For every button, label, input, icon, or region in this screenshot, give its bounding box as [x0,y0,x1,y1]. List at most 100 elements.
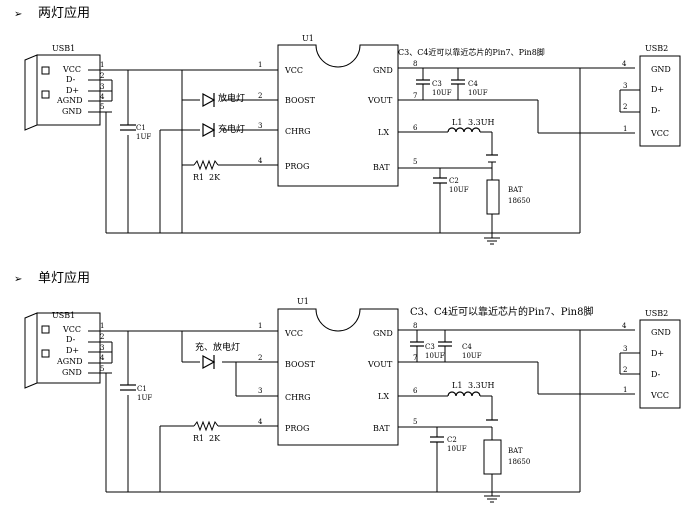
usb2-connector: USB2 GND D+ D- VCC 4 3 2 1 [619,309,681,409]
c4-value: 10UF [468,89,488,97]
c2-value: 10UF [449,186,469,194]
usb1-pin-gnd: GND [62,107,82,116]
u1-pin-gnd: GND [373,66,393,75]
u1-pin-bat: BAT [373,163,390,172]
u1-pinno-6: 6 [413,387,418,395]
usb1-pinno-3: 3 [100,344,104,352]
usb2-pin-vcc: VCC [650,391,669,400]
u1-pinno-7: 7 [413,354,417,362]
u1-pinno-1: 1 [258,322,262,330]
usb2-pin-gnd: GND [651,328,671,337]
u1-pin-prog: PROG [285,424,309,433]
usb1-pinno-1: 1 [100,322,104,330]
c1-name: C1 [136,124,146,132]
usb2-pinno-1: 1 [623,386,627,394]
bat-name: BAT [508,447,523,455]
usb2-pin-dminus: D- [651,106,661,115]
u1-pin-vcc: VCC [284,329,303,338]
usb2-pin-dplus: D+ [651,349,664,358]
u1-pinno-3: 3 [258,387,262,395]
usb1-pin-vcc: VCC [62,325,81,334]
u1-pinno-7: 7 [413,92,417,100]
r1-name: R1 [193,434,204,443]
l1-value: 3.3UH [468,381,494,390]
u1-name: U1 [297,297,309,306]
usb2-pinno-1: 1 [623,125,627,133]
placement-note: C3、C4近可以靠近芯片的Pin7、Pin8脚 [410,305,594,318]
u1-pinno-1: 1 [258,61,262,69]
usb1-pin-dminus: D- [66,335,76,344]
c3-capacitor: C3 10UF [416,79,452,97]
usb1-pinno-3: 3 [100,83,104,91]
u1-name: U1 [302,34,314,43]
l1-inductor: L1 3.3UH [447,118,494,133]
led-charge-icon: 充电灯 [202,122,245,138]
u1-pin-gnd: GND [373,329,393,338]
battery-icon: BAT 18650 [486,154,530,215]
usb1-pin-gnd: GND [62,368,82,377]
wires [105,329,635,496]
usb1-pinno-2: 2 [100,333,104,341]
c2-name: C2 [447,436,457,444]
u1-pin-vcc: VCC [284,66,303,75]
c1-value: 1UF [136,133,151,141]
section-single-led: ➢ 单灯应用 USB1 VCC D- D+ AGND GND 1 2 3 4 5 [14,270,681,503]
c1-capacitor: C1 1UF [120,384,152,402]
usb1-pin-agnd: AGND [56,96,83,105]
l1-value: 3.3UH [468,118,494,127]
placement-note: C3、C4近可以靠近芯片的Pin7、Pin8脚 [398,47,545,57]
led-charge-discharge-icon: 充、放电灯 [195,341,240,370]
u1-pin-prog: PROG [285,162,309,171]
ground-icon [484,495,500,503]
u1-chip: U1 VCC BOOST CHRG PROG GND VOUT LX BAT 1… [258,297,418,446]
usb1-pinno-1: 1 [100,61,104,69]
c4-value: 10UF [462,352,482,360]
led-bottom-label: 充电灯 [218,123,245,135]
led-label: 充、放电灯 [195,341,240,353]
l1-name: L1 [452,381,462,390]
c4-capacitor: C4 10UF [438,341,482,360]
r1-name: R1 [193,173,204,182]
usb1-connector: USB1 VCC D- D+ AGND GND 1 2 3 4 5 [24,311,112,389]
usb2-name: USB2 [645,44,668,53]
c3-value: 10UF [432,89,452,97]
c3-capacitor: C3 10UF [410,341,445,360]
u1-pinno-2: 2 [258,92,262,100]
u1-pin-lx: LX [378,392,389,401]
u1-pinno-2: 2 [258,354,262,362]
usb2-pinno-2: 2 [623,103,627,111]
bat-value: 18650 [508,197,530,205]
u1-pinno-6: 6 [413,124,418,132]
usb1-pinno-2: 2 [100,72,104,80]
usb2-connector: USB2 GND D+ D- VCC 4 3 2 1 [619,44,681,147]
c3-value: 10UF [425,352,445,360]
usb2-pinno-3: 3 [623,82,627,90]
usb2-pin-dminus: D- [651,370,661,379]
usb1-pinno-4: 4 [100,93,105,101]
section-two-led: ➢ 两灯应用 USB1 VCC D- D+ AGND GND 1 2 3 4 5 [14,5,681,245]
r1-value: 2K [209,173,221,182]
led-discharge-icon: 放电灯 [202,92,245,108]
u1-pinno-4: 4 [258,418,263,426]
usb1-pinno-5: 5 [100,103,104,111]
u1-pin-boost: BOOST [285,96,316,105]
usb1-pin-dminus: D- [66,75,76,84]
c2-capacitor: C2 10UF [430,436,467,453]
c3-name: C3 [432,80,442,88]
c3-name: C3 [425,343,435,351]
usb1-pinno-4: 4 [100,354,105,362]
u1-pin-bat: BAT [373,424,390,433]
c1-value: 1UF [137,394,152,402]
u1-pinno-5: 5 [413,418,417,426]
c4-name: C4 [462,343,472,351]
usb1-pin-agnd: AGND [56,357,83,366]
usb1-connector: USB1 VCC D- D+ AGND GND 1 2 3 4 5 [24,44,112,131]
u1-pinno-4: 4 [258,157,263,165]
u1-pinno-5: 5 [413,158,417,166]
usb1-name: USB1 [52,311,75,320]
c2-capacitor: C2 10UF [433,177,469,194]
u1-pinno-3: 3 [258,122,262,130]
c4-capacitor: C4 10UF [451,79,488,97]
u1-pinno-8: 8 [413,60,417,68]
r1-value: 2K [209,434,221,443]
